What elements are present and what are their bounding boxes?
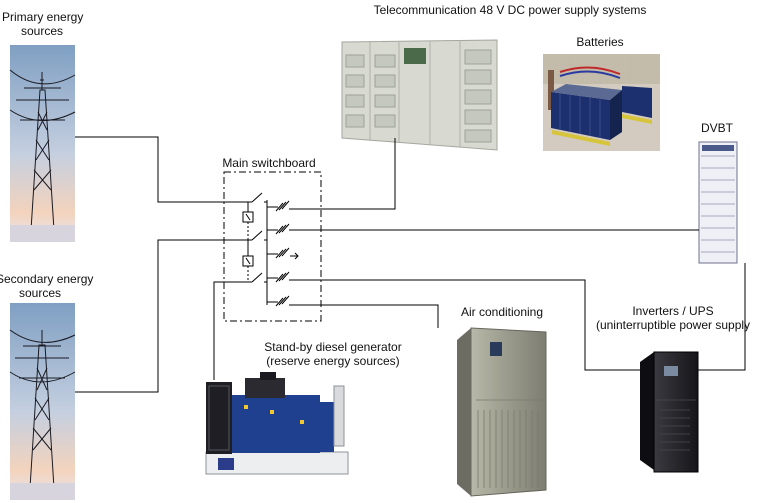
secondary-energy-line1: Secondary energy <box>0 272 94 286</box>
diesel-generator-label: Stand-by diesel generator (reserve energ… <box>253 340 413 368</box>
secondary-pylon-photo <box>9 303 76 500</box>
batteries-photo <box>543 54 660 151</box>
inverters-line2: (uninterruptible power supply <box>595 318 751 332</box>
secondary-energy-line2: sources <box>18 286 62 300</box>
primary-pylon-photo <box>9 45 76 242</box>
inverters-label: Inverters / UPS (uninterruptible power s… <box>588 304 758 332</box>
dvbt-label: DVBT <box>700 121 733 135</box>
switchboard-dashed-boundary <box>223 171 322 322</box>
telecom-title: Telecommunication 48 V DC power supply s… <box>373 3 647 17</box>
wire-generator <box>213 281 238 380</box>
dvbt-rack-photo <box>698 141 738 264</box>
diesel-line1: Stand-by diesel generator <box>264 340 402 354</box>
power-rack-photo <box>341 39 498 151</box>
wire-secondary <box>75 239 238 393</box>
main-switchboard <box>223 171 322 322</box>
primary-energy-line2: sources <box>20 24 64 38</box>
secondary-energy-label: Secondary energy sources <box>0 272 94 300</box>
wire-ups <box>289 263 746 371</box>
wire-telecom <box>289 138 396 210</box>
air-conditioner-photo <box>457 327 547 497</box>
breaker-symbols <box>275 200 290 307</box>
main-switchboard-label: Main switchboard <box>222 156 316 170</box>
primary-energy-line1: Primary energy <box>2 10 84 24</box>
primary-energy-label: Primary energy sources <box>2 10 84 38</box>
batteries-label: Batteries <box>576 35 624 49</box>
diesel-generator-photo <box>205 372 349 475</box>
diesel-line2: (reserve energy sources) <box>266 354 400 368</box>
ups-cabinet-photo <box>640 351 699 473</box>
wiring <box>75 136 746 393</box>
wire-aircon <box>289 304 439 328</box>
inverters-line1: Inverters / UPS <box>632 304 714 318</box>
wire-primary <box>75 136 238 203</box>
air-conditioning-label: Air conditioning <box>460 305 544 319</box>
